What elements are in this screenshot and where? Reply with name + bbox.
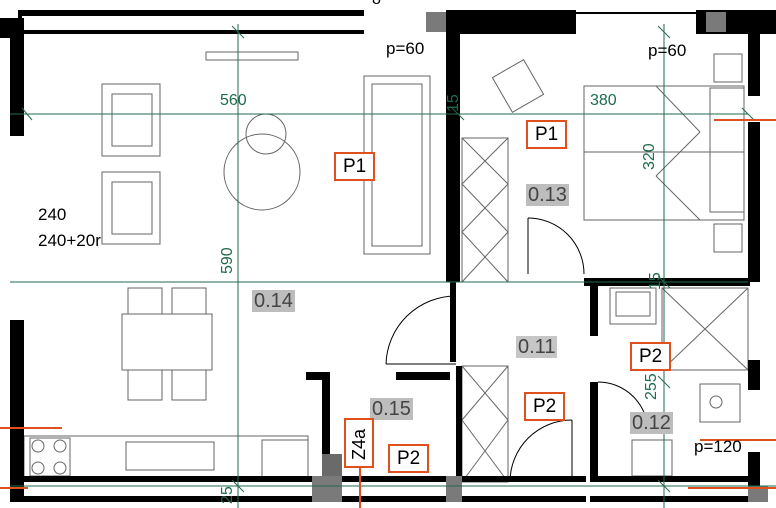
dim-bottom-wall: 25 xyxy=(219,486,236,504)
tag-storage: P2 xyxy=(388,444,430,473)
tag-boiler-label: Z4a xyxy=(349,428,369,460)
wall-mid xyxy=(446,30,460,282)
wardrobe xyxy=(461,137,509,283)
door-swings xyxy=(385,217,649,483)
dim-living-depth: 590 xyxy=(219,247,236,274)
tag-bedroom: P1 xyxy=(526,120,568,149)
dim-living-width: 560 xyxy=(220,92,247,109)
desk-chair xyxy=(491,58,545,114)
room-storage: 0.15 xyxy=(370,398,413,420)
toilet xyxy=(699,383,741,423)
coffee-table xyxy=(223,133,301,211)
dining-table xyxy=(121,313,213,371)
dim-bedroom-depth: 320 xyxy=(641,143,658,170)
dim-wall-mid: 15 xyxy=(647,272,664,290)
wall-left xyxy=(10,18,24,136)
dim-wall-top: 15 xyxy=(445,94,462,112)
dimension-lines xyxy=(10,24,776,508)
washing-machine xyxy=(631,439,673,477)
hall-wardrobe xyxy=(461,365,509,483)
tag-bath: P2 xyxy=(630,342,672,371)
tag-living: P1 xyxy=(334,152,376,181)
armchair-bottom xyxy=(101,171,161,245)
opening-bath-right: p=120 xyxy=(694,437,742,456)
dim-bedroom-width: 380 xyxy=(590,92,617,109)
shower xyxy=(661,287,749,371)
room-living: 0.14 xyxy=(252,290,295,312)
dim-bath-depth: 255 xyxy=(643,373,660,400)
room-hall: 0.11 xyxy=(516,336,558,358)
opening-living-top: p=60 xyxy=(386,39,425,58)
wall-top-left xyxy=(0,18,10,38)
sink xyxy=(125,441,215,471)
tag-boiler: Z4a xyxy=(344,418,374,468)
room-bedroom: 0.13 xyxy=(526,184,569,206)
tv-unit xyxy=(205,51,299,61)
markers xyxy=(0,119,776,508)
room-bathroom: 0.12 xyxy=(630,412,673,434)
wall-bottom xyxy=(10,476,312,482)
walls xyxy=(0,10,776,502)
washbasin xyxy=(609,287,657,325)
wall-right xyxy=(748,12,760,96)
window-height: 240+20r xyxy=(38,231,101,250)
drawing-fragment: 8 xyxy=(372,0,381,8)
armchair-top xyxy=(101,83,161,157)
tag-hall: P2 xyxy=(524,392,566,421)
window-width: 240 xyxy=(38,205,67,224)
opening-bedroom-top: p=60 xyxy=(648,41,687,60)
